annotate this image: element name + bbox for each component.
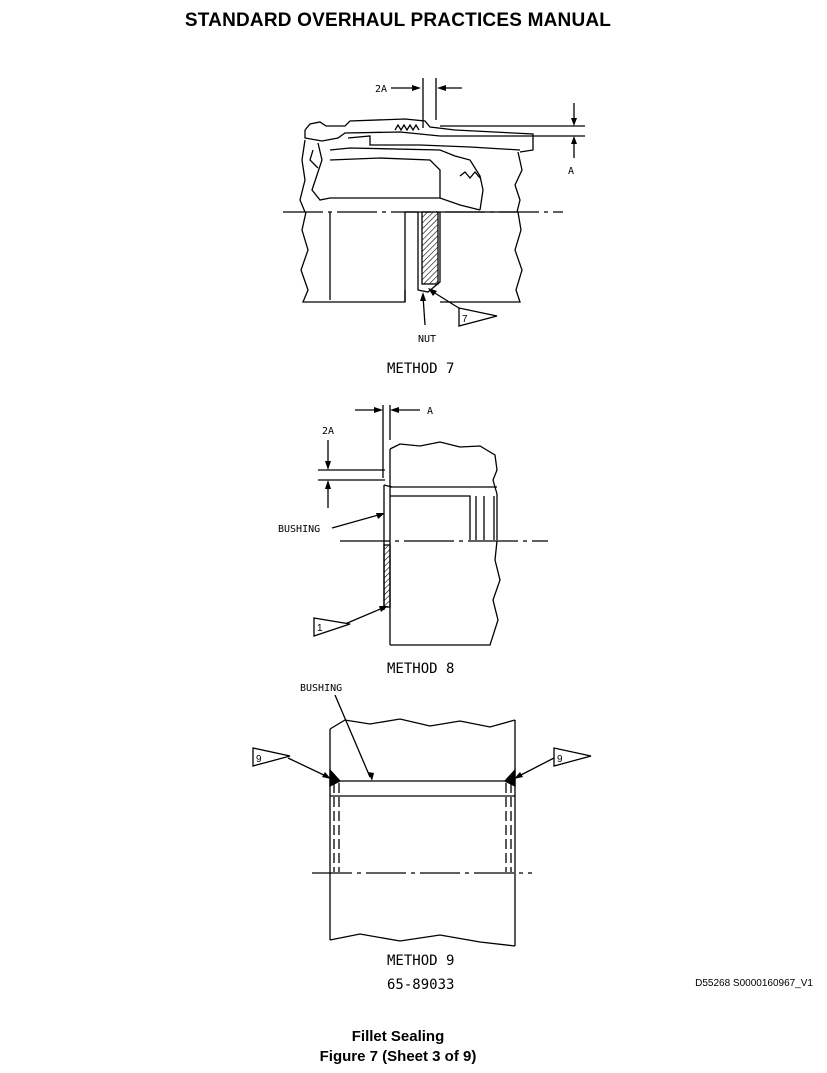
drawing-number: 65-89033 <box>387 977 454 993</box>
method8-callout: 1 <box>317 623 323 634</box>
method9-title: METHOD 9 <box>387 953 454 969</box>
method7-nut-label: NUT <box>418 334 436 345</box>
figure-caption-title: Fillet Sealing <box>351 1028 445 1045</box>
manual-title: STANDARD OVERHAUL PRACTICES MANUAL <box>184 10 612 31</box>
method8-bushing-label: BUSHING <box>278 524 320 535</box>
method7-drawing: 2A A <box>283 78 585 345</box>
document-id: D55268 S0000160967_V1 <box>695 978 813 989</box>
method8-drawing: A 2A BUSHING 1 <box>278 405 548 646</box>
method9-drawing: BUSHING 9 9 <box>252 683 592 947</box>
method9-callout-right: 9 <box>557 754 563 765</box>
method7-title: METHOD 7 <box>387 361 454 377</box>
method8-title: METHOD 8 <box>387 661 454 677</box>
method9-bushing-label: BUSHING <box>300 683 342 694</box>
method8-dim-a: A <box>427 406 433 417</box>
method7-callout: 7 <box>462 314 468 325</box>
method7-dim-2a: 2A <box>375 84 387 95</box>
method8-dim-2a: 2A <box>322 426 334 437</box>
method7-dim-a: A <box>568 166 574 177</box>
figure-caption-sheet: Figure 7 (Sheet 3 of 9) <box>319 1048 477 1065</box>
method9-callout-left: 9 <box>256 754 262 765</box>
